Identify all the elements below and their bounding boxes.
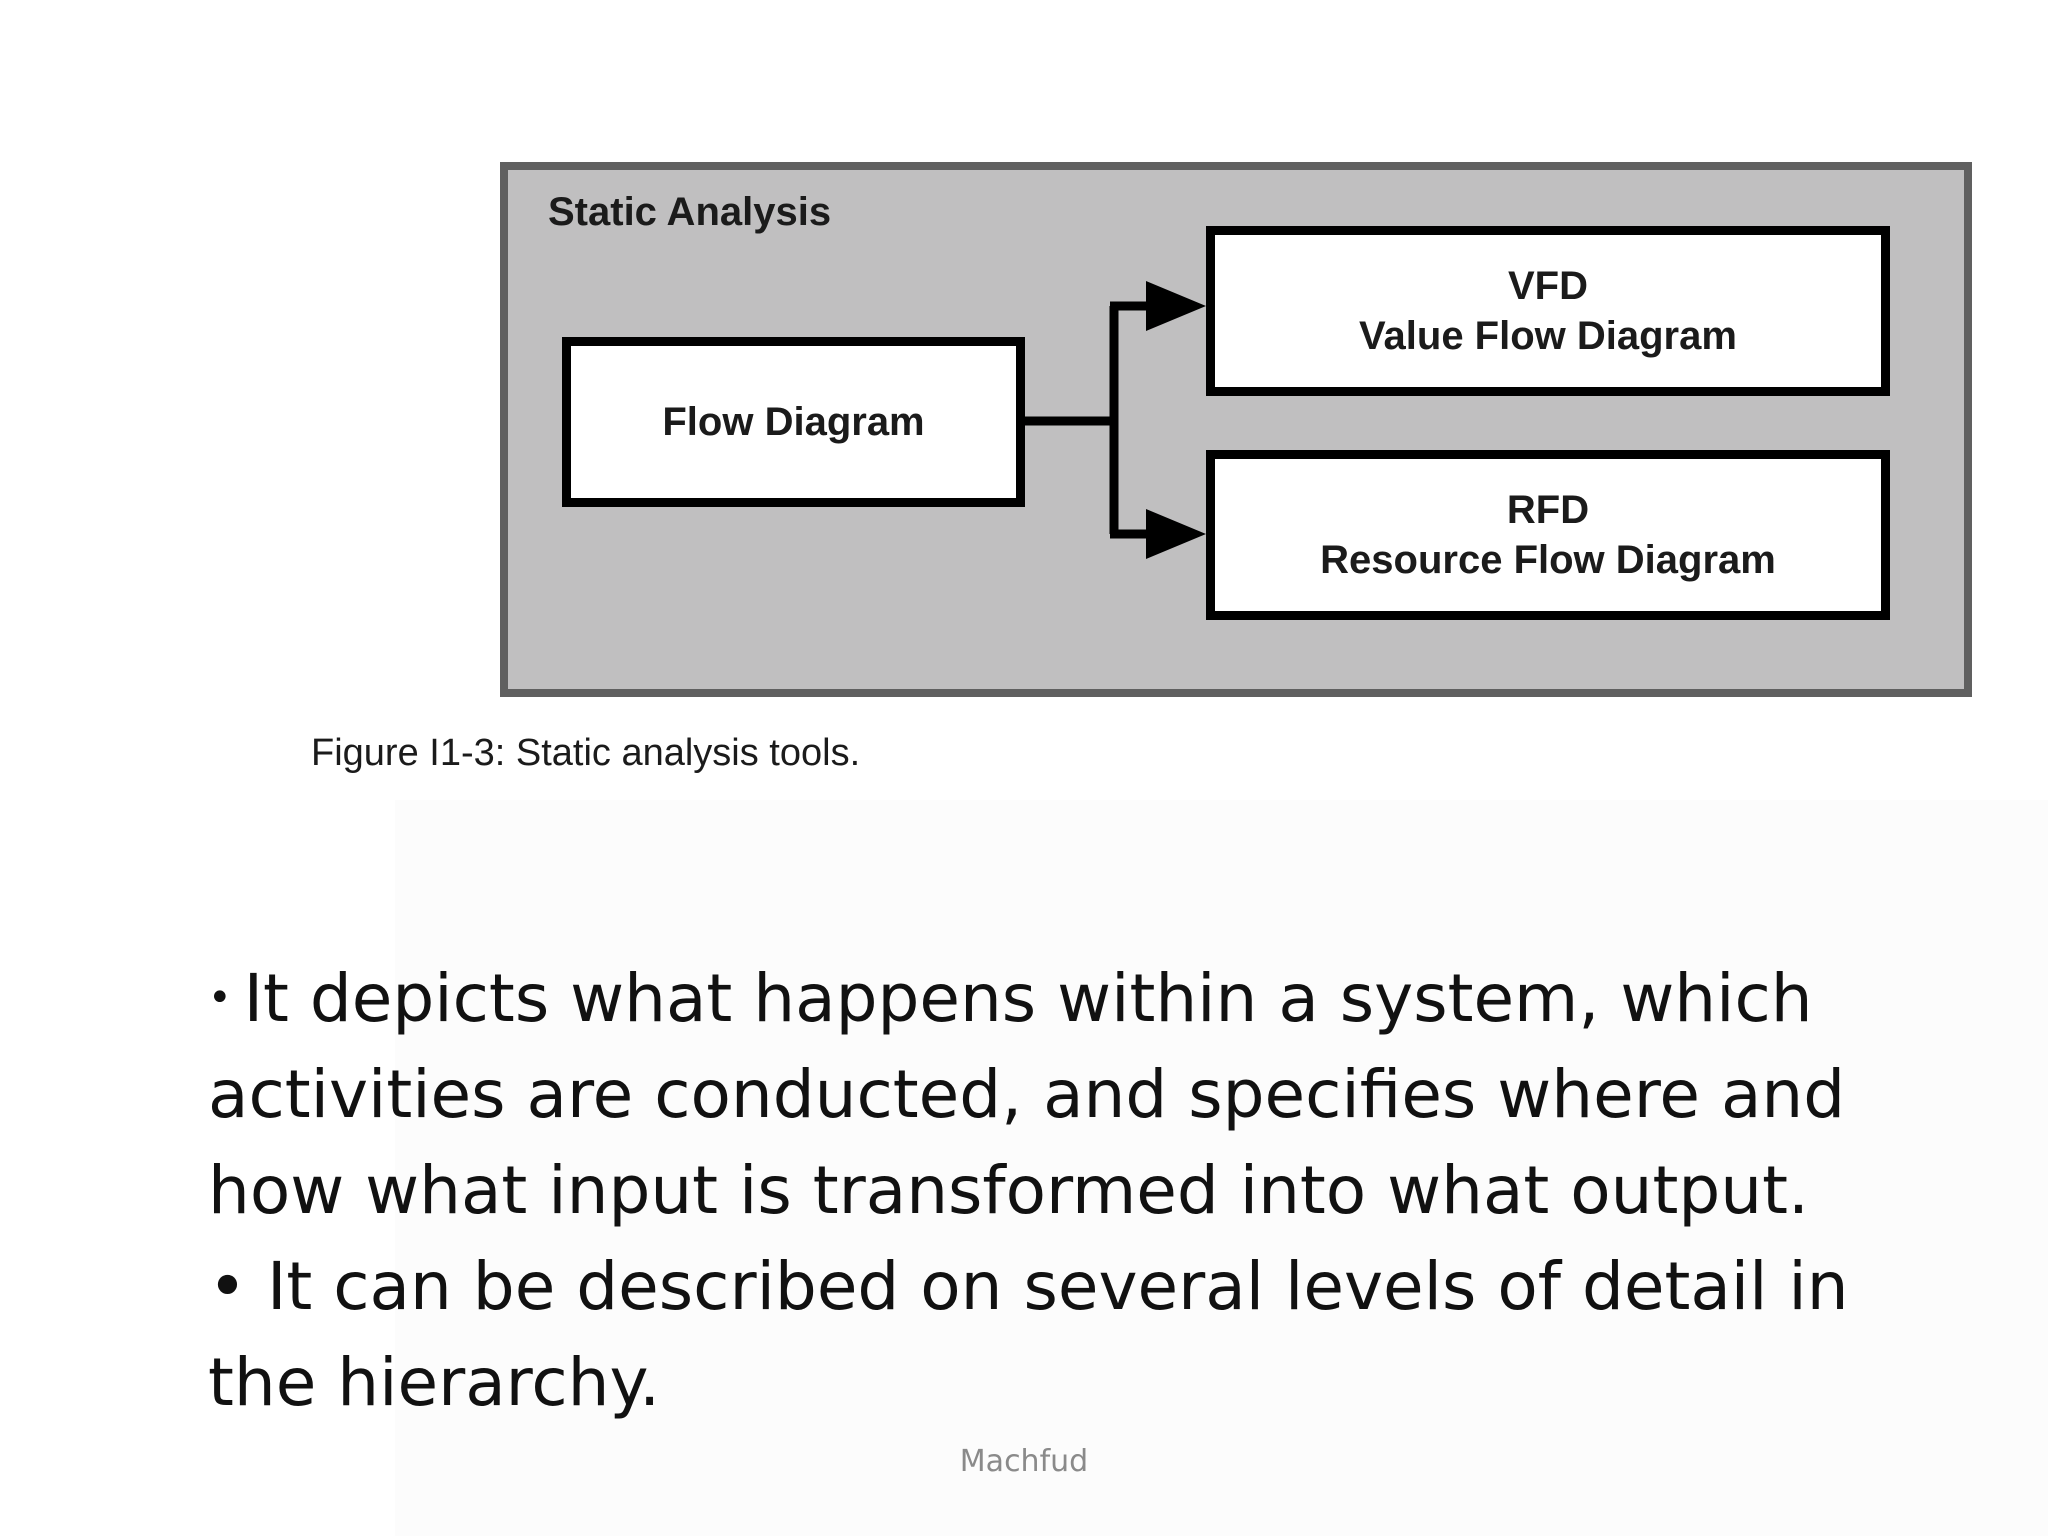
connector-lines xyxy=(1025,301,1150,539)
image-background xyxy=(395,800,2048,1536)
bullet-text: It can be described on several levels of… xyxy=(208,1248,1849,1421)
bullet-item: •It can be described on several levels o… xyxy=(208,1239,1968,1431)
vfd-box: VFD Value Flow Diagram xyxy=(1206,226,1890,396)
bullet-text: It depicts what happens within a system,… xyxy=(208,960,1846,1229)
bullet-list: •It depicts what happens within a system… xyxy=(208,950,1968,1431)
bullet-marker: • xyxy=(208,1248,247,1325)
rfd-full-label: Resource Flow Diagram xyxy=(1320,538,1776,582)
vfd-arrowhead xyxy=(1146,281,1206,331)
rfd-box: RFD Resource Flow Diagram xyxy=(1206,450,1890,620)
static-analysis-figure: Static Analysis Flow Diagram VFD Value F… xyxy=(311,162,1972,774)
connector-arrows xyxy=(1025,281,1206,559)
bullet-marker: • xyxy=(208,975,232,1021)
bullet-item: •It depicts what happens within a system… xyxy=(208,950,1968,1239)
footer-author: Machfud xyxy=(959,1444,1089,1479)
rfd-arrowhead xyxy=(1146,509,1206,559)
flow-diagram-box: Flow Diagram xyxy=(562,337,1025,507)
figure-caption: Figure I1-3: Static analysis tools. xyxy=(311,732,861,774)
vfd-full-label: Value Flow Diagram xyxy=(1359,314,1737,358)
vfd-abbr-label: VFD xyxy=(1508,264,1588,308)
rfd-abbr-label: RFD xyxy=(1506,488,1590,532)
flow-diagram-label: Flow Diagram xyxy=(662,400,925,444)
frame-title: Static Analysis xyxy=(548,190,832,234)
